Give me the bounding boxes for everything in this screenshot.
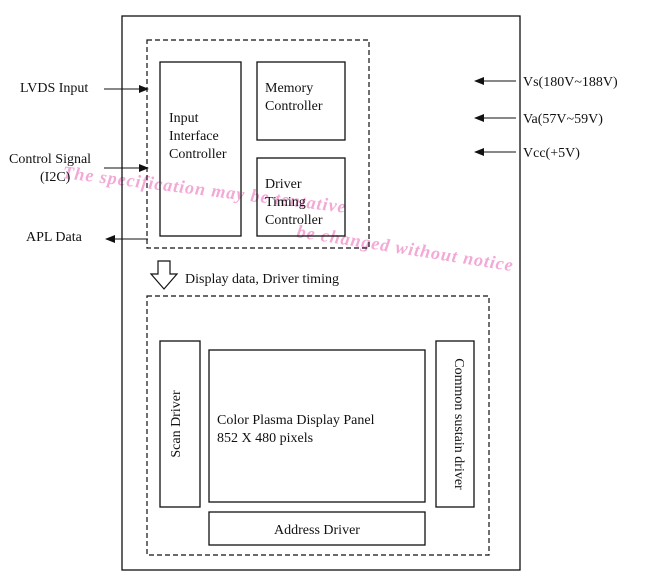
vcc-label: Vcc(+5V): [523, 146, 580, 161]
panel-group-dashed: [146, 295, 490, 556]
watermark-line2: be changed without notice: [295, 221, 515, 275]
display-panel-box: [208, 349, 426, 503]
address-driver-box: [208, 511, 426, 546]
display-data-driver-timing-label: Display data, Driver timing: [185, 272, 339, 287]
va-label: Va(57V~59V): [523, 112, 603, 127]
input-interface-label-3: Controller: [169, 147, 227, 162]
display-data-flow-arrow: [149, 260, 179, 290]
memory-controller-label-1: Memory: [265, 81, 313, 96]
input-interface-controller-box: [159, 61, 242, 237]
memory-controller-box: [256, 61, 346, 141]
apl-data-label: APL Data: [26, 230, 83, 245]
address-driver-label: Address Driver: [274, 523, 360, 538]
scan-driver-box: [159, 340, 201, 508]
input-interface-label-2: Interface: [169, 129, 219, 144]
control-signal-sub-label: (I2C): [40, 170, 71, 185]
input-interface-label-1: Input: [169, 111, 199, 126]
lvds-input-label: LVDS Input: [20, 81, 88, 96]
vs-label: Vs(180V~188V): [523, 75, 618, 90]
driver-timing-label-2: Timing: [265, 195, 306, 210]
common-sustain-driver-label: Common sustain driver: [451, 358, 466, 490]
memory-controller-label-2: Controller: [265, 99, 323, 114]
driver-timing-label-3: Controller: [265, 213, 323, 228]
display-panel-resolution: 852 X 480 pixels: [217, 431, 313, 446]
module-outer-frame: [121, 15, 521, 571]
driver-timing-controller-box: [256, 157, 346, 237]
control-signal-label: Control Signal: [9, 152, 91, 167]
common-sustain-driver-box: [435, 340, 475, 508]
driver-timing-label-1: Driver: [265, 177, 302, 192]
scan-driver-label: Scan Driver: [169, 390, 184, 458]
display-panel-label: Color Plasma Display Panel: [217, 413, 375, 428]
controller-group-dashed: [146, 39, 370, 249]
